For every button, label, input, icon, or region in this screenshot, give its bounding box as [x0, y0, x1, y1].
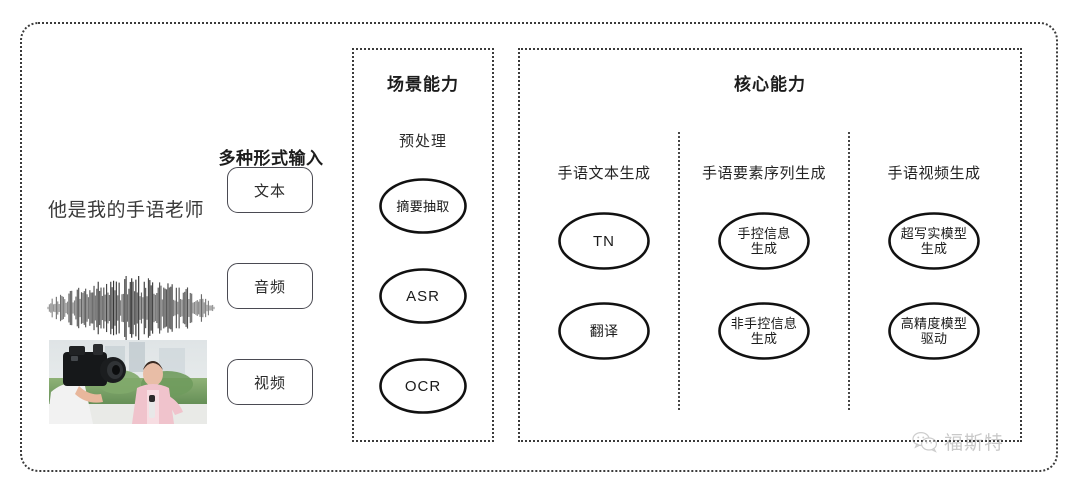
core-node-label: 超写实模型 生成	[888, 212, 980, 270]
video-thumbnail	[49, 340, 207, 424]
diagram-outer-frame	[20, 22, 1058, 472]
scene-node-label: 摘要抽取	[396, 198, 450, 214]
core-node-label-line1: 高精度模型	[900, 316, 968, 331]
audio-waveform-icon	[47, 276, 215, 340]
core-node-label: 非手控信息 生成	[718, 302, 810, 360]
core-node-label: 手控信息 生成	[718, 212, 810, 270]
scene-node[interactable]: OCR	[379, 358, 467, 414]
core-node[interactable]: 手控信息 生成	[718, 212, 810, 270]
input-modality-audio-button[interactable]: 音频	[227, 263, 313, 309]
core-node-label: TN	[558, 212, 650, 270]
scene-node[interactable]: ASR	[379, 268, 467, 324]
core-node-label-line1: 非手控信息	[730, 316, 798, 331]
column-divider	[848, 132, 850, 410]
scene-node[interactable]: 摘要抽取	[379, 178, 467, 234]
core-node-label-line1: TN	[593, 232, 615, 250]
core-column-heading: 手语视频生成	[887, 165, 981, 182]
core-node-label-line2: 驱动	[920, 331, 948, 346]
core-node[interactable]: 翻译	[558, 302, 650, 360]
ellipse-shape	[558, 302, 650, 360]
sample-text: 他是我的手语老师	[47, 200, 204, 221]
input-modality-video-button[interactable]: 视频	[227, 359, 313, 405]
watermark: 福斯特	[912, 428, 1004, 455]
core-column-heading: 手语文本生成	[557, 165, 651, 182]
ellipse-shape	[888, 212, 980, 270]
core-panel-title: 核心能力	[734, 75, 806, 94]
core-capability-panel: 核心能力 手语文本生成 TN 翻译 手语要素序列生成	[518, 48, 1022, 442]
ellipse-shape	[379, 268, 467, 324]
ellipse-shape	[379, 358, 467, 414]
core-node-label-line1: 超写实模型	[900, 226, 968, 241]
column-divider	[678, 132, 680, 410]
ellipse-shape	[379, 178, 467, 234]
scene-panel-title: 场景能力	[387, 75, 459, 94]
input-modality-text-button[interactable]: 文本	[227, 167, 313, 213]
ellipse-shape	[718, 302, 810, 360]
ellipse-shape	[558, 212, 650, 270]
scene-node-label: ASR	[406, 287, 440, 305]
core-node[interactable]: 非手控信息 生成	[718, 302, 810, 360]
core-node-label-line2: 生成	[750, 331, 778, 346]
watermark-label: 福斯特	[944, 433, 1005, 454]
core-column-sign-video-generation: 手语视频生成 超写实模型 生成 高精度模型 驱动	[854, 134, 1014, 424]
input-section-heading: 多种形式输入	[218, 149, 324, 168]
core-node-label-line1: 翻译	[589, 322, 619, 339]
wechat-icon	[912, 431, 938, 453]
core-node[interactable]: 超写实模型 生成	[888, 212, 980, 270]
core-node-label-line2: 生成	[750, 241, 778, 256]
core-node[interactable]: TN	[558, 212, 650, 270]
scene-panel-subtitle: 预处理	[398, 133, 447, 150]
core-column-heading: 手语要素序列生成	[701, 165, 826, 182]
core-node-label-line1: 手控信息	[737, 226, 791, 241]
ellipse-shape	[718, 212, 810, 270]
core-node-label-line2: 生成	[920, 241, 948, 256]
scene-node-label: OCR	[404, 377, 442, 395]
core-column-sign-text-generation: 手语文本生成 TN 翻译	[524, 134, 684, 424]
core-column-sign-element-sequence-generation: 手语要素序列生成 手控信息 生成 非手控信息 生成	[684, 134, 844, 424]
input-region: 多种形式输入 他是我的手语老师	[26, 40, 346, 460]
core-node[interactable]: 高精度模型 驱动	[888, 302, 980, 360]
ellipse-shape	[888, 302, 980, 360]
core-node-label: 高精度模型 驱动	[888, 302, 980, 360]
scene-capability-panel: 场景能力 预处理 摘要抽取 ASR OCR	[352, 48, 494, 442]
core-node-label: 翻译	[558, 302, 650, 360]
